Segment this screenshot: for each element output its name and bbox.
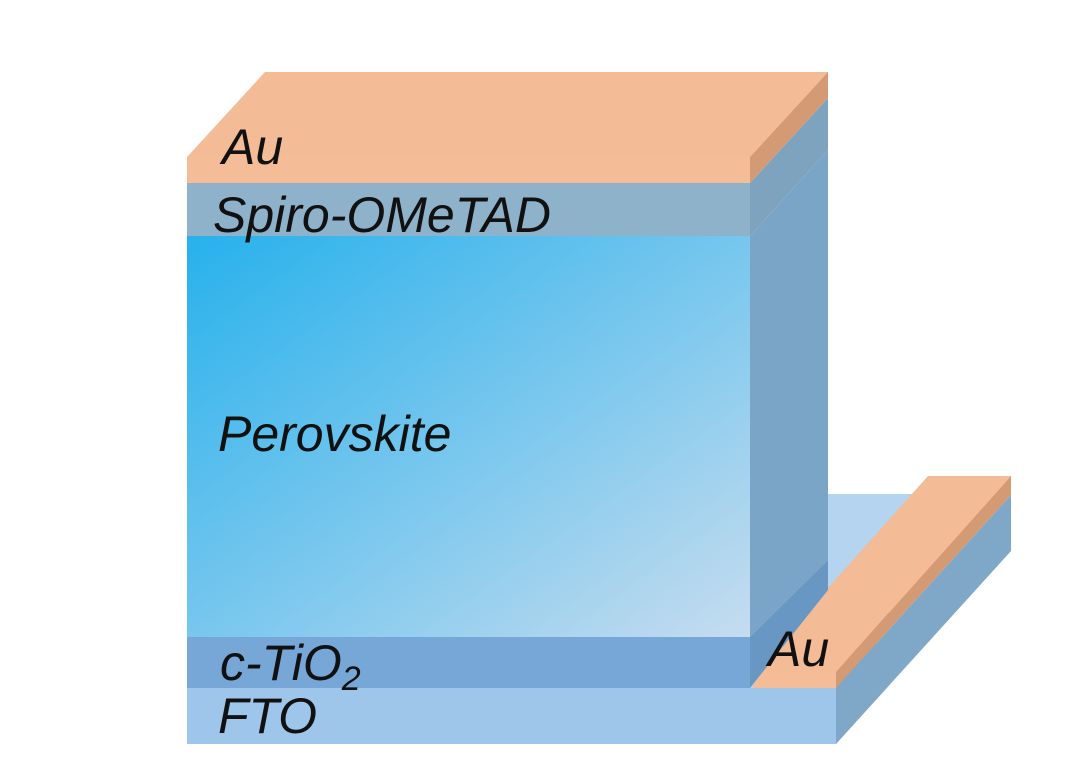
au-top-face <box>187 72 828 157</box>
perovskite-front-face <box>187 236 750 637</box>
fto-right-side-face <box>836 495 1011 744</box>
spiro-side-face <box>750 98 828 236</box>
au-contact-side-face <box>836 476 1011 688</box>
perovskite-side-face <box>750 150 828 637</box>
ctio2-label-subscript: 2 <box>341 660 361 698</box>
ctio2-side-face <box>750 560 828 688</box>
spiro-front-face <box>187 183 750 236</box>
fto-side-extension <box>836 495 1011 744</box>
fto-label: FTO <box>218 688 317 744</box>
fto-front-face <box>187 688 836 744</box>
ctio2-front-face <box>187 637 750 688</box>
au-contact-label: Au <box>765 621 829 677</box>
perovskite-layer <box>187 150 828 637</box>
au-top-front-face <box>187 157 750 183</box>
ctio2-label-main: c-TiO <box>220 635 342 691</box>
au-contact-top-face <box>753 476 1011 672</box>
au-top-side-face <box>750 72 828 183</box>
au-top-layer <box>187 72 828 183</box>
ctio2-label: c-TiO2 <box>220 635 361 698</box>
spiro-label: Spiro-OMeTAD <box>213 187 551 243</box>
perovskite-label: Perovskite <box>218 406 451 462</box>
spiro-layer <box>187 98 828 236</box>
au-contact-front-face <box>753 672 836 688</box>
ctio2-layer <box>187 560 828 688</box>
au-top-label: Au <box>219 119 283 175</box>
au-contact-strip <box>753 476 1011 688</box>
